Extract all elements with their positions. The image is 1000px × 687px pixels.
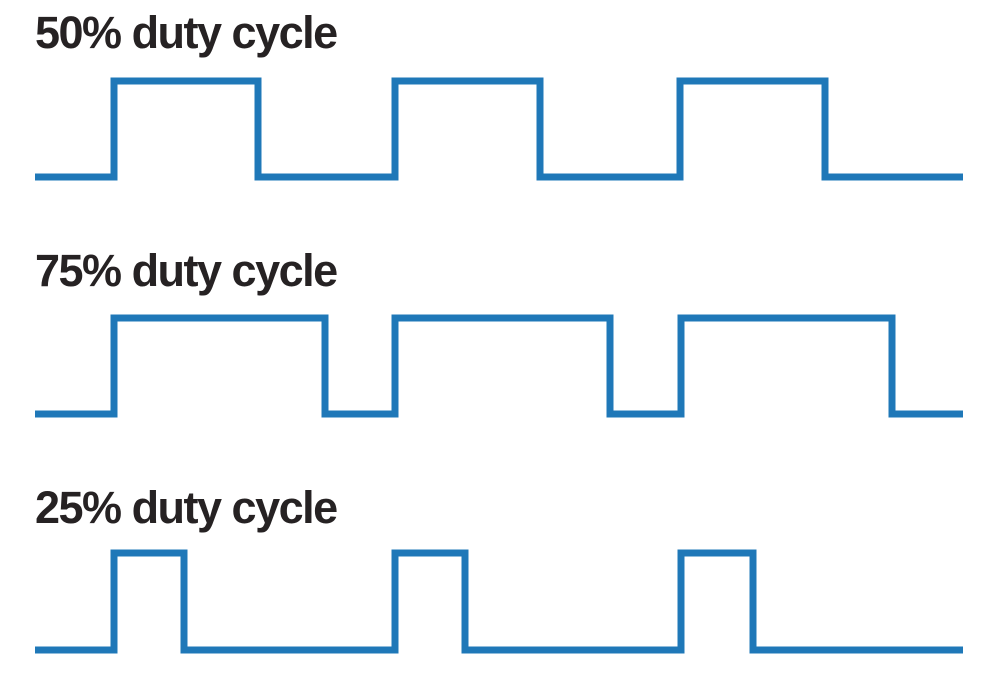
waveform-label-25-percent: 25% duty cycle	[35, 482, 338, 533]
waveform-label-50-percent: 50% duty cycle	[35, 7, 338, 58]
waveform-label-75-percent: 75% duty cycle	[35, 245, 338, 296]
waveform-50-percent	[35, 77, 963, 181]
waveform-25-percent	[35, 549, 963, 654]
waveform-75-percent	[35, 314, 963, 418]
